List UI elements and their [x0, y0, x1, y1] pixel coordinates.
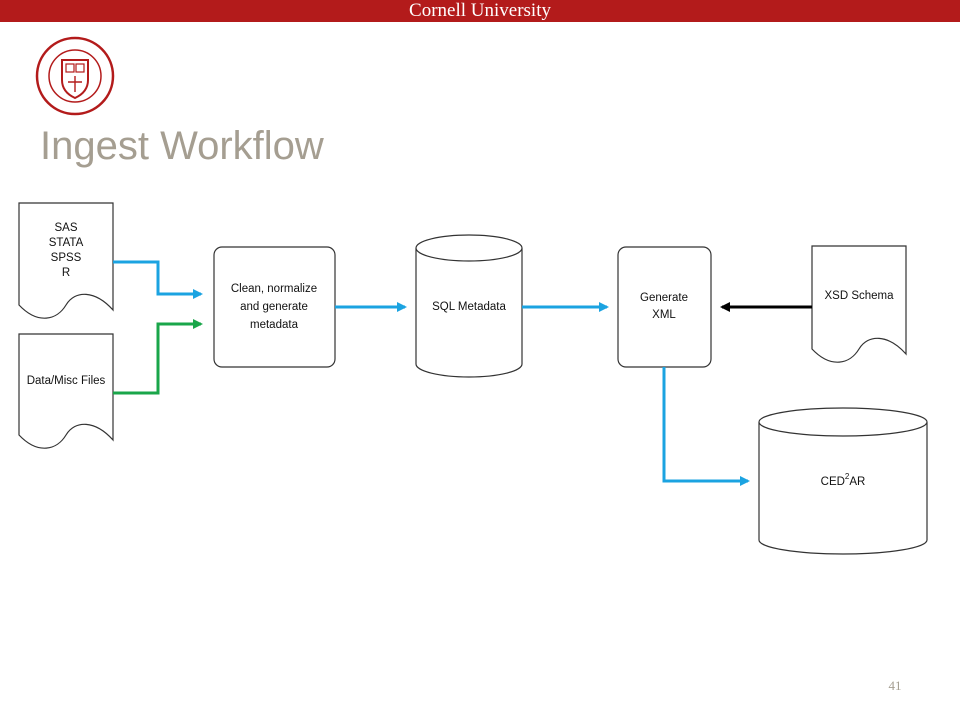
cornell-seal-icon — [35, 36, 115, 116]
node-sql-metadata: SQL Metadata — [415, 234, 523, 378]
top-banner: Cornell University — [0, 0, 960, 22]
stat-format-spss: SPSS — [51, 252, 82, 264]
node-xsd-schema: XSD Schema — [811, 245, 907, 363]
arrow-files-to-clean — [113, 319, 203, 395]
clean-label-line-3: metadata — [250, 319, 299, 331]
clean-label-line-2: and generate — [240, 301, 308, 313]
slide-title: Ingest Workflow — [40, 124, 324, 168]
node-data-files: Data/Misc Files — [18, 333, 114, 449]
node-clean-normalize: Clean, normalize and generate metadata — [213, 246, 336, 368]
arrow-stat-to-clean — [113, 260, 203, 299]
arrow-generate-to-cedar — [662, 367, 750, 486]
page-number: 41 — [888, 678, 902, 693]
stat-format-sas: SAS — [54, 222, 77, 234]
generate-label-line-2: XML — [652, 309, 676, 321]
banner-title: Cornell University — [409, 0, 551, 21]
stat-format-r: R — [62, 267, 70, 279]
generate-label-line-1: Generate — [640, 292, 688, 304]
node-generate-xml: Generate XML — [617, 246, 712, 368]
xsd-schema-label: XSD Schema — [824, 290, 894, 302]
node-cedar: CED2AR — [758, 407, 928, 555]
data-files-label: Data/Misc Files — [27, 375, 106, 387]
cedar-label: CED2AR — [821, 472, 866, 488]
clean-label-line-1: Clean, normalize — [231, 283, 317, 295]
node-stat-formats: SAS STATA SPSS R — [18, 202, 114, 319]
sql-metadata-label: SQL Metadata — [432, 301, 506, 313]
stat-format-stata: STATA — [49, 237, 84, 249]
